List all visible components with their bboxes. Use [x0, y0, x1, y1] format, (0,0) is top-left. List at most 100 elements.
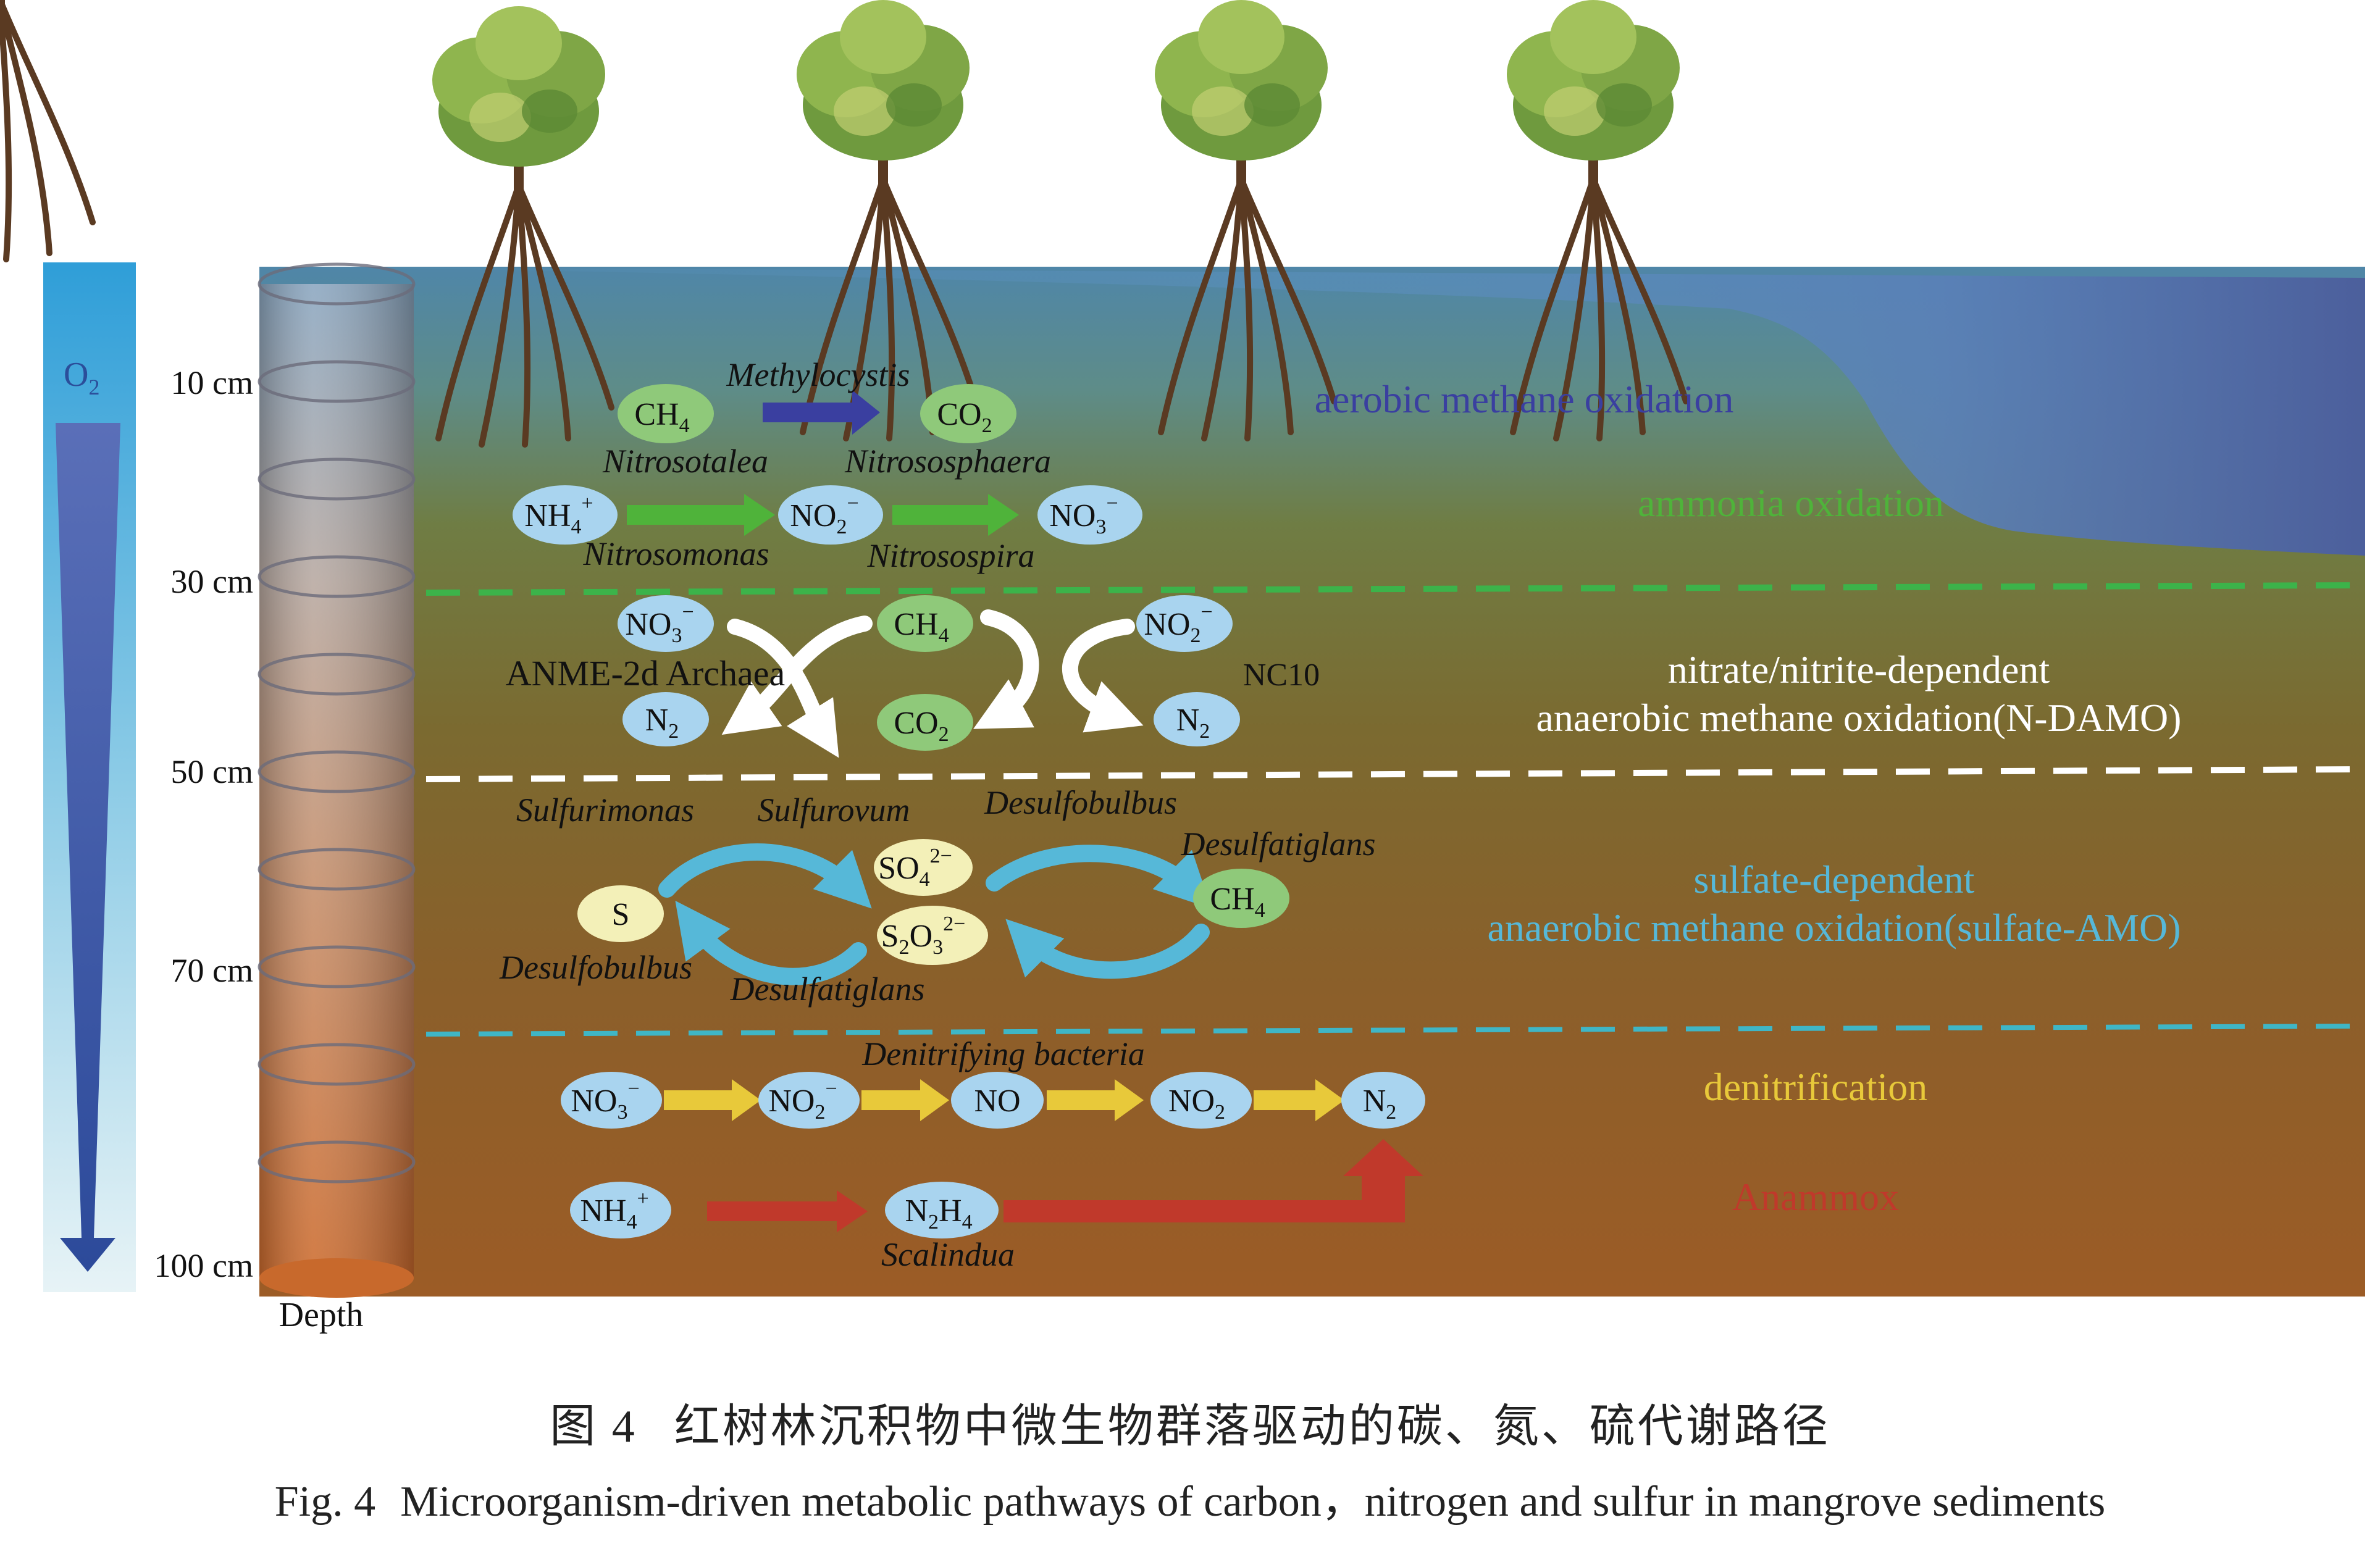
caption-chinese: 图 4 红树林沉积物中微生物群落驱动的碳、氮、硫代谢路径: [0, 1389, 2380, 1455]
depth-tick-70: 70 cm: [171, 952, 253, 989]
arrow-anammox-1: [707, 1190, 868, 1232]
water-surface: [259, 267, 2365, 556]
organism-nitrososphaera: Nitrososphaera: [844, 443, 1051, 480]
organism-labels: Methylocystis Nitrosotalea Nitrososphaer…: [499, 356, 1376, 1273]
zone-ndamo-label-1: nitrate/nitrite-dependent: [1668, 648, 2050, 691]
arrow-so4-to-ch4: [986, 845, 1212, 909]
svg-text:CH4: CH4: [1210, 882, 1265, 922]
mangrove-trees: [0, 0, 1686, 445]
svg-text:NO3−: NO3−: [571, 1077, 639, 1124]
ammonia-boundary-line: [425, 582, 2366, 596]
caption-en-number: Fig. 4: [274, 1478, 376, 1526]
arrow-anammox-2: [1004, 1139, 1423, 1222]
sediment-core: [258, 262, 416, 1298]
sulfate-boundary-line: [425, 1024, 2366, 1037]
compound-co2-ndamo: CO2: [877, 694, 973, 751]
organism-nc10: NC10: [1243, 658, 1320, 693]
organism-desulfobulbus-top: Desulfobulbus: [984, 784, 1177, 821]
svg-text:CO2: CO2: [937, 397, 992, 437]
depth-axis-label: Depth: [279, 1296, 364, 1334]
compound-co2-aerobic: CO2: [920, 384, 1016, 443]
compound-s2o3: S2O32−: [877, 906, 988, 965]
svg-text:NO2: NO2: [1168, 1084, 1225, 1124]
zone-denitrification-label: denitrification: [1704, 1065, 1928, 1109]
compound-so4: SO42−: [874, 839, 973, 896]
arrow-denitrification-4: [1254, 1079, 1344, 1121]
compound-no2-ammonia: NO2−: [778, 485, 883, 545]
svg-text:CH4: CH4: [634, 397, 689, 437]
compound-no3-denit: NO3−: [561, 1072, 662, 1129]
svg-text:N2H4: N2H4: [905, 1193, 972, 1234]
organism-desulfobulbus-bottom: Desulfobulbus: [499, 949, 692, 986]
compound-s: S: [577, 885, 664, 942]
arrow-denitrification-1: [664, 1079, 761, 1121]
svg-text:NH4+: NH4+: [580, 1187, 648, 1234]
svg-text:NH4+: NH4+: [524, 492, 593, 538]
zone-sulfate-label-1: sulfate-dependent: [1694, 858, 1975, 901]
caption-cn-text: 红树林沉积物中微生物群落驱动的碳、氮、硫代谢路径: [674, 1401, 1830, 1452]
oxygen-label: O2: [64, 356, 99, 399]
compound-ch4-aerobic: CH4: [618, 384, 714, 443]
svg-text:NO: NO: [974, 1084, 1020, 1119]
arrow-denitrification-2: [861, 1079, 949, 1121]
depth-tick-30: 30 cm: [171, 563, 253, 600]
arrow-methylocystis: [763, 390, 880, 435]
organism-scalindua: Scalindua: [881, 1236, 1015, 1273]
svg-text:NO2−: NO2−: [790, 492, 858, 538]
oxygen-gradient-arrow: [56, 423, 120, 1272]
zone-aerobic-label: aerobic methane oxidation: [1315, 377, 1734, 421]
arrow-anme-no3-to-co2: [727, 619, 839, 758]
compound-ch4-ndamo: CH4: [877, 595, 973, 652]
organism-nitrosomonas: Nitrosomonas: [582, 535, 769, 572]
svg-text:NO3−: NO3−: [625, 601, 693, 647]
ndamo-boundary-line: [425, 766, 2366, 782]
compound-n2h4: N2H4: [885, 1182, 999, 1238]
caption-cn-number: 图 4: [550, 1401, 637, 1452]
svg-text:S: S: [612, 897, 630, 932]
caption-en-text: Microorganism-driven metabolic pathways …: [400, 1478, 2106, 1526]
compounds: CH4 CO2 NH4+ NO2− NO3− NO3− CH4 NO2−: [513, 384, 1425, 1238]
caption-english: Fig. 4 Microorganism-driven metabolic pat…: [0, 1466, 2380, 1529]
svg-text:N2: N2: [645, 703, 679, 743]
arrow-ammonia-1: [627, 494, 775, 536]
zone-sulfate-label-2: anaerobic methane oxidation(sulfate-AMO): [1487, 906, 2181, 950]
zone-anammox-label: Anammox: [1732, 1175, 1899, 1219]
organism-desulfatiglans-top: Desulfatiglans: [1180, 825, 1375, 862]
svg-text:S2O32−: S2O32−: [881, 912, 966, 959]
svg-text:NO3−: NO3−: [1049, 492, 1118, 538]
arrow-s-to-so4: [658, 843, 872, 909]
arrow-ch4-to-s2o3: [1005, 919, 1210, 979]
svg-text:CO2: CO2: [894, 706, 949, 746]
arrow-nc10-ch4-to-co2: [973, 609, 1039, 729]
depth-tick-100: 100 cm: [154, 1247, 253, 1284]
compound-no3-ammonia: NO3−: [1037, 485, 1142, 545]
organism-desulfatiglans-bottom: Desulfatiglans: [729, 971, 924, 1008]
organism-anme: ANME-2d Archaea: [506, 653, 786, 693]
svg-text:NO2−: NO2−: [1144, 601, 1212, 647]
compound-n2-denit: N2: [1341, 1072, 1425, 1129]
compound-no3-ndamo: NO3−: [618, 595, 714, 652]
organism-denitrifying: Denitrifying bacteria: [861, 1035, 1144, 1072]
zone-ndamo-label-2: anaerobic methane oxidation(N-DAMO): [1536, 696, 2182, 740]
compound-ch4-sulfate: CH4: [1193, 869, 1289, 928]
svg-text:SO42−: SO42−: [878, 845, 952, 891]
pathway-arrows: [627, 390, 1423, 1232]
organism-nitrosotalea: Nitrosotalea: [602, 443, 768, 480]
svg-text:NO2−: NO2−: [768, 1077, 837, 1124]
compound-no2-denit: NO2−: [758, 1072, 860, 1129]
arrow-nc10-no2-to-n2: [1062, 619, 1144, 733]
organism-sulfurimonas: Sulfurimonas: [516, 791, 694, 829]
arrow-ammonia-2: [892, 494, 1019, 536]
compound-n2-anme: N2: [622, 692, 709, 746]
mangrove-tree: [0, 0, 96, 262]
compound-nh4-anammox: NH4+: [570, 1182, 671, 1238]
compound-no: NO: [951, 1072, 1044, 1129]
organism-sulfurovum: Sulfurovum: [758, 791, 910, 829]
depth-tick-10: 10 cm: [171, 364, 253, 401]
svg-text:CH4: CH4: [894, 607, 949, 647]
organism-methylocystis: Methylocystis: [726, 356, 910, 393]
svg-text:N2: N2: [1176, 703, 1210, 743]
compound-no2-ndamo: NO2−: [1136, 595, 1233, 652]
depth-scale: 10 cm 30 cm 50 cm 70 cm 100 cm Depth: [154, 364, 364, 1334]
sulfate-arrows: [658, 843, 1212, 985]
